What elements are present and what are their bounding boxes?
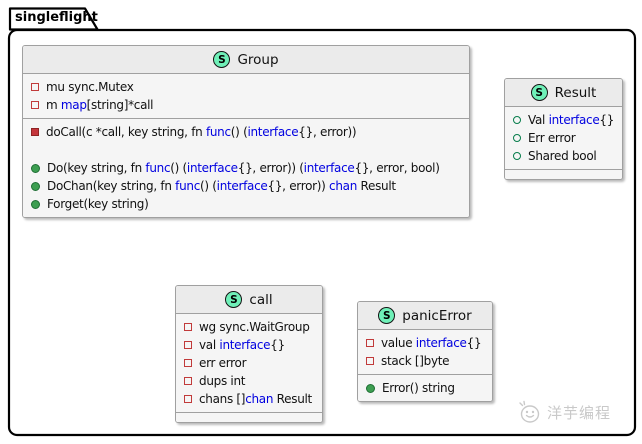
method-public-icon	[31, 181, 40, 191]
member-row: Shared bool	[513, 147, 614, 165]
member-row: Val interface{}	[513, 111, 614, 129]
fields-section: mu sync.Mutex m map[string]*call	[23, 74, 469, 118]
member-text: Error() string	[382, 381, 455, 395]
member-text: m map[string]*call	[46, 98, 154, 112]
member-text: val interface{}	[199, 338, 285, 352]
member-text: err error	[199, 356, 247, 370]
member-row: dups int	[184, 372, 314, 390]
watermark-potato-icon	[519, 400, 540, 423]
member-text: wg sync.WaitGroup	[199, 320, 310, 334]
package-tab-label: singleflight	[15, 10, 98, 25]
member-row: val interface{}	[184, 336, 314, 354]
field-public-icon	[513, 134, 521, 142]
field-private-icon	[184, 359, 192, 367]
field-private-icon	[366, 339, 374, 347]
struct-spot-icon: S	[213, 51, 231, 68]
field-private-icon	[184, 395, 192, 403]
member-row: stack []byte	[366, 352, 484, 370]
member-text: DoChan(key string, fn func() (interface{…	[47, 179, 396, 193]
class-box-call: S call wg sync.WaitGroup val interface{} e…	[175, 285, 323, 423]
member-text: Shared bool	[528, 149, 597, 163]
member-row: m map[string]*call	[31, 96, 461, 114]
class-header: S call	[176, 286, 322, 314]
fields-section: value interface{} stack []byte	[358, 330, 492, 374]
member-text: stack []byte	[381, 354, 450, 368]
field-private-icon	[31, 101, 39, 109]
field-private-icon	[366, 357, 374, 365]
member-text: Err error	[528, 131, 576, 145]
methods-section: Error() string	[358, 374, 492, 401]
member-text: Val interface{}	[528, 113, 615, 127]
class-name: Group	[237, 51, 279, 68]
member-text: Do(key string, fn func() (interface{}, e…	[47, 161, 440, 175]
field-private-icon	[184, 377, 192, 385]
member-row: chans []chan Result	[184, 390, 314, 408]
struct-spot-icon: S	[225, 291, 243, 308]
fields-section: wg sync.WaitGroup val interface{} err erro…	[176, 314, 322, 412]
member-text: doCall(c *call, key string, fn func() (i…	[46, 125, 357, 139]
member-row: Forget(key string)	[31, 195, 461, 213]
member-text: mu sync.Mutex	[46, 80, 134, 94]
struct-spot-icon: S	[530, 84, 548, 101]
member-row: doCall(c *call, key string, fn func() (i…	[31, 123, 461, 141]
member-row-blank	[31, 141, 461, 159]
class-name: call	[249, 291, 273, 308]
field-public-icon	[513, 152, 521, 160]
methods-section-empty	[176, 412, 322, 422]
member-row: wg sync.WaitGroup	[184, 318, 314, 336]
field-private-icon	[184, 341, 192, 349]
member-row: mu sync.Mutex	[31, 78, 461, 96]
methods-section-empty	[505, 169, 622, 179]
member-text: dups int	[199, 374, 246, 388]
method-public-icon	[31, 199, 40, 209]
member-row: Do(key string, fn func() (interface{}, e…	[31, 159, 461, 177]
member-row: err error	[184, 354, 314, 372]
class-header: S Result	[505, 79, 622, 107]
member-row: Err error	[513, 129, 614, 147]
method-public-icon	[31, 163, 40, 173]
watermark: 洋芋编程	[516, 399, 611, 425]
field-public-icon	[513, 116, 521, 124]
field-private-icon	[31, 83, 39, 91]
member-text: value interface{}	[381, 336, 482, 350]
member-row: DoChan(key string, fn func() (interface{…	[31, 177, 461, 195]
struct-spot-icon: S	[378, 307, 396, 324]
class-box-panicerror: S panicError value interface{} stack []by…	[357, 301, 493, 402]
member-text: Forget(key string)	[47, 197, 149, 211]
class-name: panicError	[402, 307, 472, 324]
method-public-icon	[366, 383, 375, 393]
class-header: S Group	[23, 46, 469, 74]
methods-section: doCall(c *call, key string, fn func() (i…	[23, 118, 469, 217]
class-name: Result	[554, 84, 597, 101]
member-text: chans []chan Result	[199, 392, 312, 406]
class-header: S panicError	[358, 302, 492, 330]
member-row: value interface{}	[366, 334, 484, 352]
watermark-text: 洋芋编程	[547, 403, 612, 422]
field-private-icon	[184, 323, 192, 331]
member-row: Error() string	[366, 379, 484, 397]
method-private-icon	[31, 128, 39, 136]
